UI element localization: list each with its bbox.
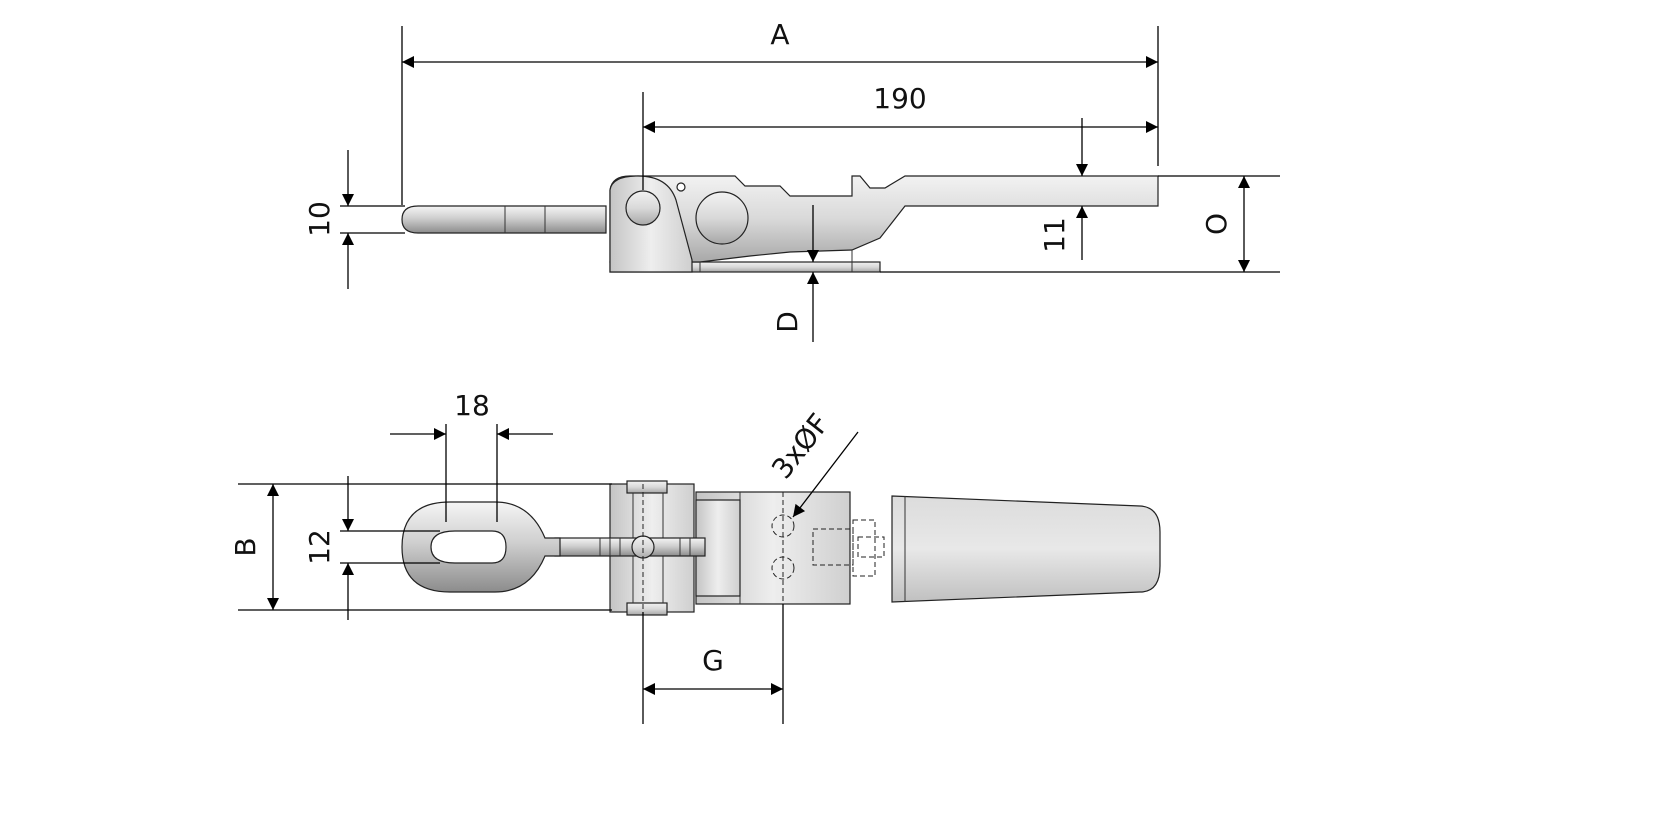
lever-body: [609, 175, 1159, 263]
dim-label-b: B: [229, 537, 262, 556]
dim-label-o: O: [1200, 213, 1233, 235]
lever-pin: [695, 191, 749, 245]
bracket-ear-top: [626, 480, 668, 494]
threaded-rod: [554, 537, 706, 557]
small-pin: [676, 182, 686, 192]
dimension-d: D: [771, 205, 819, 342]
rod-nut: [631, 535, 655, 559]
dim-label-18: 18: [454, 389, 490, 422]
side-view: [401, 175, 1159, 273]
dimension-11: 11: [1038, 118, 1088, 260]
dimension-10: 10: [303, 150, 405, 289]
dim-label-d: D: [771, 311, 804, 333]
eye-loop: [401, 501, 561, 593]
dimension-12: 12: [303, 476, 440, 620]
dimension-o: O: [880, 175, 1280, 273]
dim-label-10: 10: [303, 201, 336, 237]
dim-label-g: G: [702, 644, 724, 677]
screw-head: [857, 536, 885, 558]
dim-label-12: 12: [303, 529, 336, 565]
dim-label-190: 190: [873, 82, 926, 115]
bracket-ear-bottom: [626, 602, 668, 616]
dimension-b: B: [229, 483, 612, 611]
dim-label-11: 11: [1038, 217, 1071, 253]
handle: [891, 495, 1161, 603]
dim-label-a: A: [770, 18, 789, 51]
dim-label-holes: 3xØF: [765, 407, 836, 484]
hook-rod: [401, 205, 607, 234]
dimension-a: A: [401, 18, 1159, 205]
dimension-18: 18: [390, 389, 553, 522]
dimension-g: G: [642, 604, 784, 724]
pivot-pin: [625, 190, 661, 226]
plan-view: [401, 480, 1161, 616]
mount-hole-3: [852, 519, 876, 577]
dimension-190: 190: [642, 82, 1158, 190]
